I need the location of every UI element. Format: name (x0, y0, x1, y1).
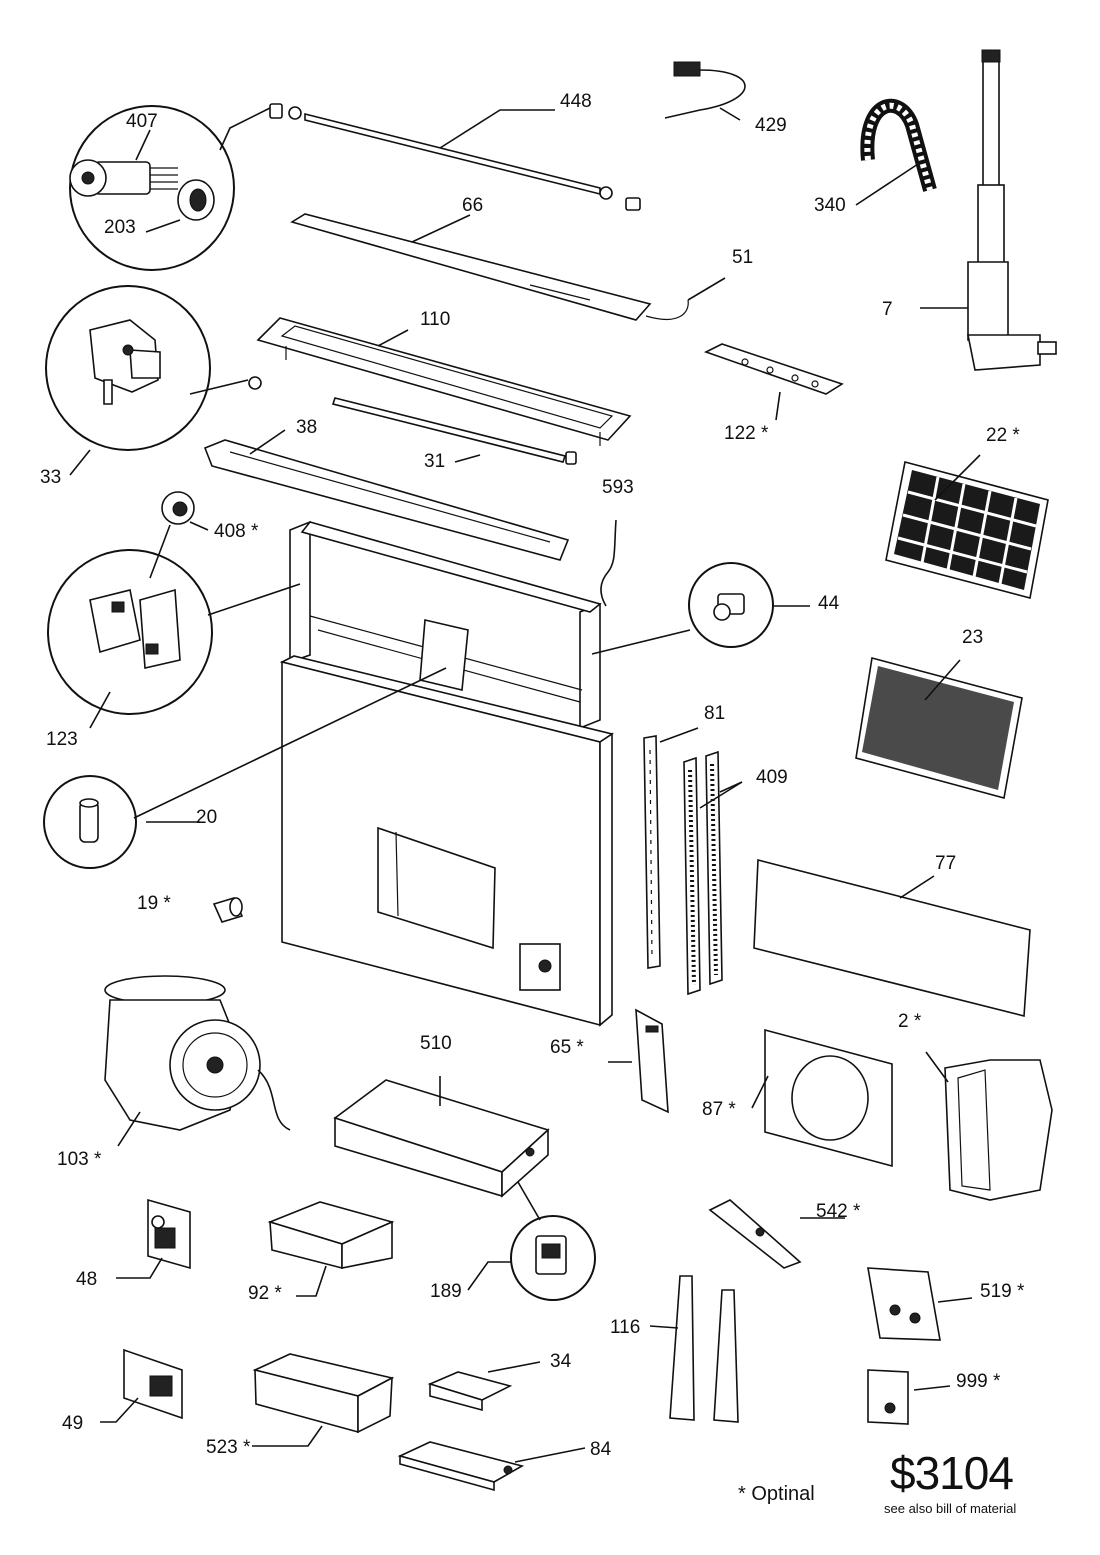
label-84: 84 (590, 1439, 612, 1460)
part-34-transformer (427, 1371, 513, 1412)
main-housing (279, 520, 614, 1027)
label-66: 66 (462, 195, 484, 216)
part-510-box (333, 1079, 550, 1198)
label-408: 408 * (214, 521, 259, 542)
part-84-ballast (397, 1441, 525, 1492)
label-110: 110 (420, 309, 451, 330)
part-77-panel (753, 858, 1031, 1018)
part-123-detail (47, 549, 213, 715)
label-429: 429 (755, 115, 787, 136)
label-49: 49 (62, 1413, 84, 1434)
part-116-brackets (669, 1275, 739, 1423)
part-409-rails (683, 750, 723, 996)
part-20-detail (43, 775, 137, 869)
part-448-rod (269, 103, 641, 211)
part-19-sleeve (212, 897, 244, 923)
label-189: 189 (430, 1281, 462, 1302)
label-19: 19 * (137, 893, 171, 914)
part-33-clip-detail (45, 285, 262, 451)
model-subtitle: see also bill of material (884, 1501, 1017, 1516)
label-203: 203 (104, 217, 136, 238)
label-999: 999 * (956, 1371, 1001, 1392)
label-31: 31 (424, 451, 446, 472)
label-519: 519 * (980, 1281, 1025, 1302)
part-38-front-trim (203, 439, 570, 561)
label-33: 33 (40, 467, 62, 488)
part-593-cable (600, 519, 617, 607)
part-7-linear-actuator (967, 49, 1057, 371)
label-593: 593 (602, 477, 634, 498)
part-81-rail (643, 735, 661, 969)
label-407: 407 (126, 111, 158, 132)
part-408-wheel (161, 491, 195, 525)
label-523: 523 * (206, 1437, 251, 1458)
label-448: 448 (560, 91, 592, 112)
label-44: 44 (818, 593, 840, 614)
label-77: 77 (935, 853, 957, 874)
part-429-cable (664, 61, 746, 119)
label-2: 2 * (898, 1011, 922, 1032)
part-542-bracket (708, 1199, 802, 1269)
label-34: 34 (550, 1351, 572, 1372)
part-49-board (123, 1348, 183, 1420)
label-123: 123 (46, 729, 78, 750)
part-23-mesh-filter (855, 656, 1023, 799)
part-999-manual (867, 1369, 909, 1425)
part-122-bracket (703, 343, 844, 395)
label-103: 103 * (57, 1149, 102, 1170)
label-81: 81 (704, 703, 726, 724)
part-48-board (147, 1198, 191, 1270)
part-2-duct-transition (944, 1059, 1053, 1201)
label-20: 20 (196, 807, 218, 828)
label-7: 7 (882, 299, 893, 320)
label-409: 409 (756, 767, 788, 788)
part-22-grid-filter (885, 461, 1049, 599)
label-92: 92 * (248, 1283, 282, 1304)
label-23: 23 (962, 627, 984, 648)
part-407-203-detail (69, 105, 235, 271)
part-87-plate (764, 1028, 893, 1168)
leader-lines (69, 107, 981, 1463)
label-38: 38 (296, 417, 318, 438)
part-110-frame (256, 317, 632, 446)
part-523-box (252, 1353, 395, 1434)
label-116: 116 (610, 1317, 641, 1338)
label-22: 22 * (986, 425, 1020, 446)
part-189-detail (510, 1215, 596, 1301)
part-66-top-panel (290, 213, 689, 321)
label-87: 87 * (702, 1099, 736, 1120)
label-542: 542 * (816, 1201, 861, 1222)
label-510: 510 (420, 1033, 452, 1054)
part-65-handle (635, 1008, 669, 1114)
part-340-cable-chain (860, 98, 937, 192)
part-103-blower (104, 975, 291, 1131)
optional-note: * Optinal (738, 1483, 815, 1505)
label-51: 51 (732, 247, 754, 268)
part-44-detail (688, 562, 774, 648)
label-65: 65 * (550, 1037, 584, 1058)
part-92-tray (267, 1201, 395, 1270)
model-code: $3104 (890, 1447, 1014, 1499)
label-48: 48 (76, 1269, 98, 1290)
label-340: 340 (814, 195, 846, 216)
label-122: 122 * (724, 423, 769, 444)
part-519-hardware-bag (867, 1267, 941, 1341)
part-31-rod (331, 397, 577, 465)
